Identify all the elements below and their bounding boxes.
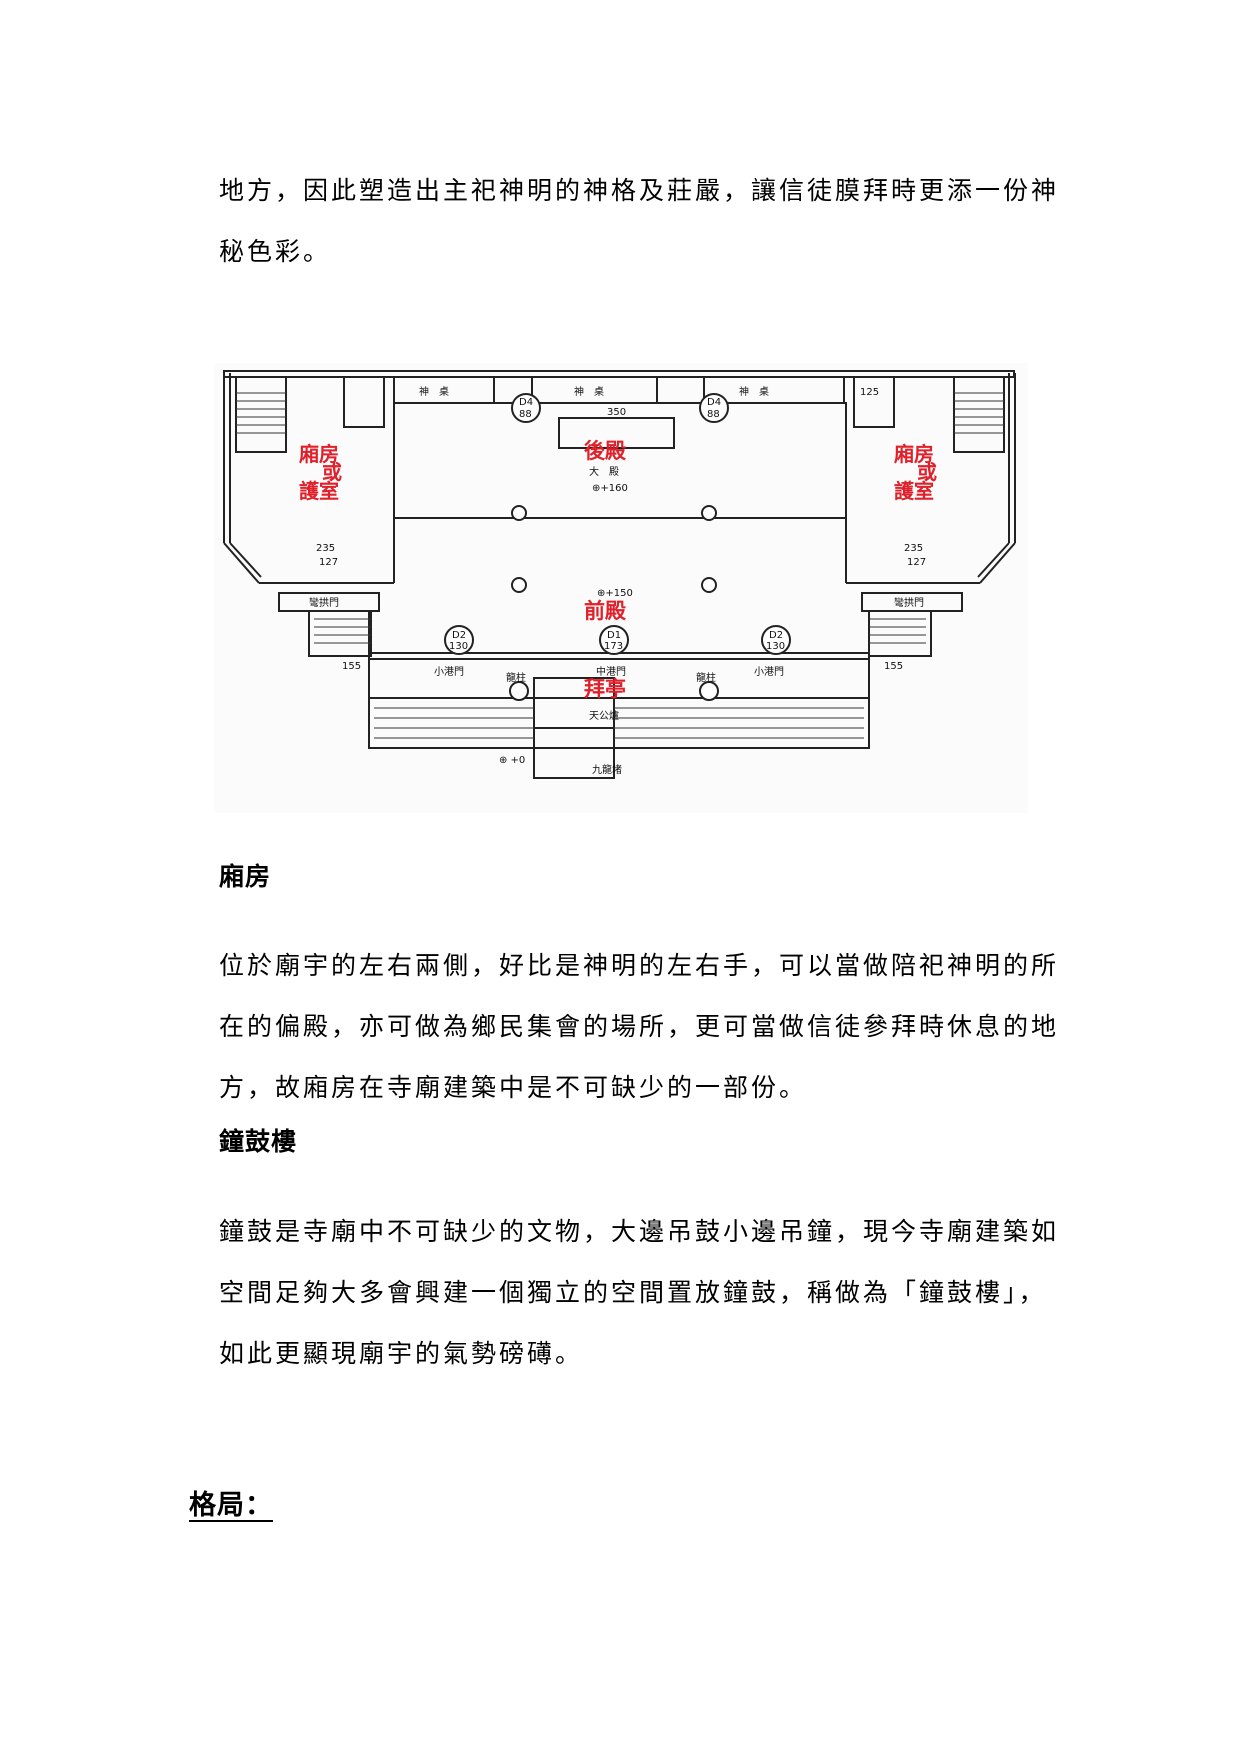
left-room-inner-dim: 127 [319,557,338,568]
worship-pavilion-label: 拜亭 [584,677,626,701]
right-stair-dim: 155 [884,661,903,672]
left-side-room-label-3: 護室 [299,479,339,503]
right-door-d2-size: 130 [766,641,785,652]
rear-width-dim: 350 [607,407,626,418]
left-door-d4-size: 88 [519,409,532,420]
right-door-d4-size: 88 [707,409,720,420]
left-door-d2: D2 [452,630,466,641]
left-arch-gate-label: 彎拱門 [309,596,339,609]
top-room-dim: 125 [860,387,879,398]
middle-gate-label: 中港門 [596,665,626,678]
right-small-gate-label: 小港門 [754,666,784,678]
right-room-outer-dim: 235 [904,543,923,554]
xiangfang-paragraph: 位於廟宇的左右兩側，好比是神明的左右手，可以當做陪祀神明的所在的偏殿，亦可做為鄉… [219,951,1060,1102]
left-dragon-pillar-label: 龍柱 [506,671,526,684]
left-door-d2-size: 130 [449,641,468,652]
left-stair-dim: 155 [342,661,361,672]
intro-paragraph: 地方，因此塑造出主祀神明的神格及莊嚴，讓信徒膜拜時更添一份神秘色彩。 [219,176,1060,266]
front-hall-label: 前殿 [584,599,627,623]
left-shrine-table-label: 神 桌 [419,385,449,398]
temple-floor-plan: 後殿 前殿 拜亭 廂房 或 護室 廂房 或 護室 大 殿 ⊕+160 ⊕+150… [214,363,1028,813]
left-side-room-label-1: 廂房 [299,442,339,466]
rear-hall-small-label: 大 殿 [589,465,619,478]
right-side-room-label-2: 或 [917,460,937,484]
tiangong-furnace-label: 天公爐 [589,709,619,722]
rear-elevation: ⊕+160 [592,483,628,494]
center-door-d1: D1 [607,630,621,641]
zhonggulou-paragraph: 鐘鼓是寺廟中不可缺少的文物，大邊吊鼓小邊吊鐘，現今寺廟建築如空間足夠大多會興建一… [219,1217,1060,1368]
nine-dragon-label: 九龍堵 [592,763,622,776]
right-side-room-label-1: 廂房 [894,442,934,466]
right-dragon-pillar-label: 龍柱 [696,671,716,684]
layout-section-title: 格局： [189,1490,273,1521]
left-door-d4: D4 [519,397,533,408]
right-room-inner-dim: 127 [907,557,926,568]
left-small-gate-label: 小港門 [434,666,464,678]
zhonggulou-heading: 鐘鼓樓 [219,1127,298,1156]
center-door-d1-size: 173 [604,641,623,652]
right-side-room-label-3: 護室 [894,479,934,503]
right-door-d2: D2 [769,630,783,641]
xiangfang-heading: 廂房 [219,862,272,891]
left-side-room-label-2: 或 [322,460,342,484]
left-room-outer-dim: 235 [316,543,335,554]
right-arch-gate-label: 彎拱門 [894,596,924,609]
center-shrine-table-label: 神 桌 [574,385,604,398]
ground-elevation: ⊕ +0 [499,755,525,766]
front-elevation: ⊕+150 [597,588,633,599]
rear-hall-label: 後殿 [584,439,627,463]
right-door-d4: D4 [707,397,721,408]
right-shrine-table-label: 神 桌 [739,385,769,398]
